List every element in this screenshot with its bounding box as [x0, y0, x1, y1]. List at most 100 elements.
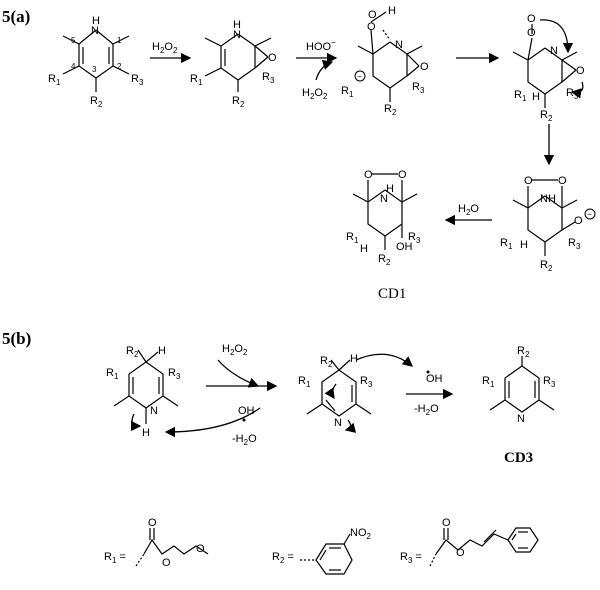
cd3-molecule: R2 R1 R3 N: [482, 345, 556, 425]
curved-arrow: [164, 407, 261, 438]
substituent-r1: R1: [346, 231, 359, 245]
atom-n: N: [517, 413, 525, 425]
atom-o: O: [364, 169, 373, 181]
phenyl-ring-icon: [507, 527, 539, 553]
radical-dot-icon: [242, 418, 246, 422]
charge-minus: −: [587, 210, 592, 219]
curved-arrow: [130, 413, 142, 432]
atom-o: O: [574, 215, 583, 227]
atom-h: H: [520, 239, 528, 251]
cd1-molecule: O O H N R1 H R3 OH R2: [346, 169, 421, 267]
atom-h: H: [233, 19, 241, 31]
radical-intermediate: R2 H R1 R3 N: [298, 353, 413, 433]
substituent-r3: R3: [543, 375, 556, 389]
substituent-r2: R2: [540, 109, 553, 123]
reagent-minus-water: -H2O: [414, 403, 439, 417]
substituent-r2: R2: [540, 259, 553, 273]
curved-arrow: [324, 383, 337, 400]
product-label-cd3: CD3: [504, 450, 533, 466]
substituent-r1: R1: [106, 367, 119, 381]
curved-arrow: [344, 419, 357, 433]
substituent-r3: R3: [412, 81, 425, 95]
substituent-r1: R1: [48, 73, 61, 87]
reagent-hoo-anion: HOO−: [306, 38, 336, 53]
alkoxide-intermediate: O O N H O − R1 H R3 R2: [500, 175, 596, 273]
substituent-r3: R3: [408, 231, 421, 245]
curved-arrow: [217, 359, 260, 388]
substituent-r3: R3: [360, 375, 373, 389]
peroxide-intermediate: O H O N O − R1 R3 R2: [341, 5, 429, 117]
atom-n: N: [150, 405, 158, 417]
atom-o: O: [527, 27, 536, 39]
atom-n: N: [334, 417, 342, 429]
ring-number-5: 5: [71, 36, 76, 45]
reagent-water: H2O: [458, 203, 479, 217]
substituent-r1: R1: [341, 85, 354, 99]
atom-o: O: [420, 61, 429, 73]
curved-arrow: [315, 59, 334, 81]
dihydropyridine-molecule: H N 1 2 3 4 5 R1 R3 R2: [48, 15, 144, 109]
hydroxyl-group: OH: [396, 241, 413, 253]
reagent-h2o2: H2O2: [222, 343, 248, 357]
epoxide-molecule: H N O R1 R3 R2: [190, 19, 277, 109]
atom-h: H: [142, 427, 150, 439]
negative-charge-icon: [584, 208, 596, 220]
atom-n: N: [233, 29, 241, 41]
reagent-h2o2: H2O2: [152, 41, 178, 55]
atom-o: O: [148, 517, 157, 529]
atom-h: H: [388, 5, 396, 17]
atom-o: O: [576, 65, 585, 77]
reagent-h2o2: H2O2: [302, 87, 328, 101]
atom-o: O: [527, 13, 536, 25]
endoperoxide-epoxide: O O N O R1 H R3 R2: [512, 13, 585, 123]
substituent-r2: R2: [378, 253, 391, 267]
hydroxyl-radical: OH: [426, 373, 443, 385]
legend-r3-label: R3 =: [400, 551, 422, 565]
ring-number-3: 3: [92, 65, 97, 74]
curved-arrow: [539, 19, 574, 54]
substituent-r3: R3: [168, 367, 181, 381]
ring-number-1: 1: [117, 36, 122, 45]
substituent-r2: R2: [384, 103, 397, 117]
substituent-r1: R1: [190, 73, 203, 87]
panel-b-label: 5(b): [2, 329, 31, 348]
hydroxyl-radical: OH: [238, 405, 255, 417]
legend-r2-label: R2 =: [272, 551, 294, 565]
ring-number-4: 4: [71, 62, 76, 71]
atom-o: O: [442, 517, 451, 529]
substituent-r3: R3: [568, 237, 581, 251]
negative-charge-icon: [354, 70, 366, 82]
ring-number-2: 2: [117, 62, 122, 71]
curved-arrow: [355, 353, 413, 367]
atom-o: O: [162, 557, 171, 569]
atom-o: O: [196, 543, 205, 555]
atom-n: N: [540, 193, 548, 205]
atom-n: N: [380, 193, 388, 205]
substituent-r3: R3: [131, 73, 144, 87]
substituent-r2: R2: [90, 95, 103, 109]
substituent-r2: R2: [320, 355, 333, 369]
substituent-r3: R3: [262, 71, 275, 85]
atom-o: O: [367, 21, 376, 33]
atom-r1: R1: [514, 89, 527, 103]
atom-n: N: [395, 39, 403, 51]
atom-o: O: [368, 9, 377, 21]
atom-o: O: [398, 169, 407, 181]
atom-n: N: [550, 45, 558, 57]
product-label-cd1: CD1: [378, 286, 406, 302]
panel-a-label: 5(a): [2, 7, 30, 26]
legend-r1-label: R1 =: [104, 551, 126, 565]
atom-h: H: [548, 193, 556, 205]
atom-n: N: [91, 25, 99, 37]
atom-h: H: [92, 15, 100, 27]
atom-o: O: [524, 175, 533, 187]
substituent-r2: R2: [232, 95, 245, 109]
substituent-r3: R3: [566, 87, 579, 101]
atom-h: H: [360, 243, 368, 255]
atom-h: H: [158, 345, 166, 357]
nitro-group: NO2: [350, 527, 372, 541]
substituent-r2: R2: [126, 345, 139, 359]
r3-definition: R3 = O O: [400, 517, 539, 567]
atom-o: O: [456, 547, 465, 559]
